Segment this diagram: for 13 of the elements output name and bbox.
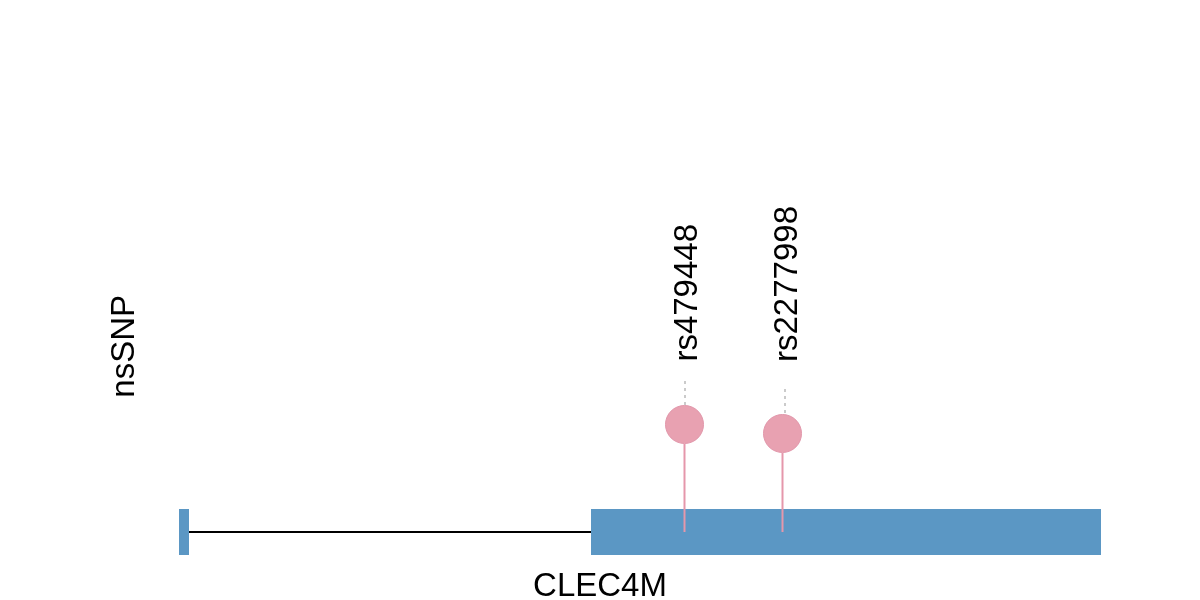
leader-line xyxy=(684,380,686,406)
lollipop-stem xyxy=(683,443,686,533)
gene-name-label: CLEC4M xyxy=(533,570,667,600)
lollipop-head xyxy=(665,405,704,444)
snp-id-label: rs479448 xyxy=(668,224,702,362)
track-label: nsSNP xyxy=(105,295,139,398)
exon-block xyxy=(179,509,189,555)
leader-line xyxy=(784,388,786,415)
lollipop-head xyxy=(763,414,802,453)
lollipop-stem xyxy=(781,452,784,533)
snp-id-label: rs2277998 xyxy=(768,206,802,362)
exon-block xyxy=(591,509,1101,555)
intron-line xyxy=(188,531,592,533)
